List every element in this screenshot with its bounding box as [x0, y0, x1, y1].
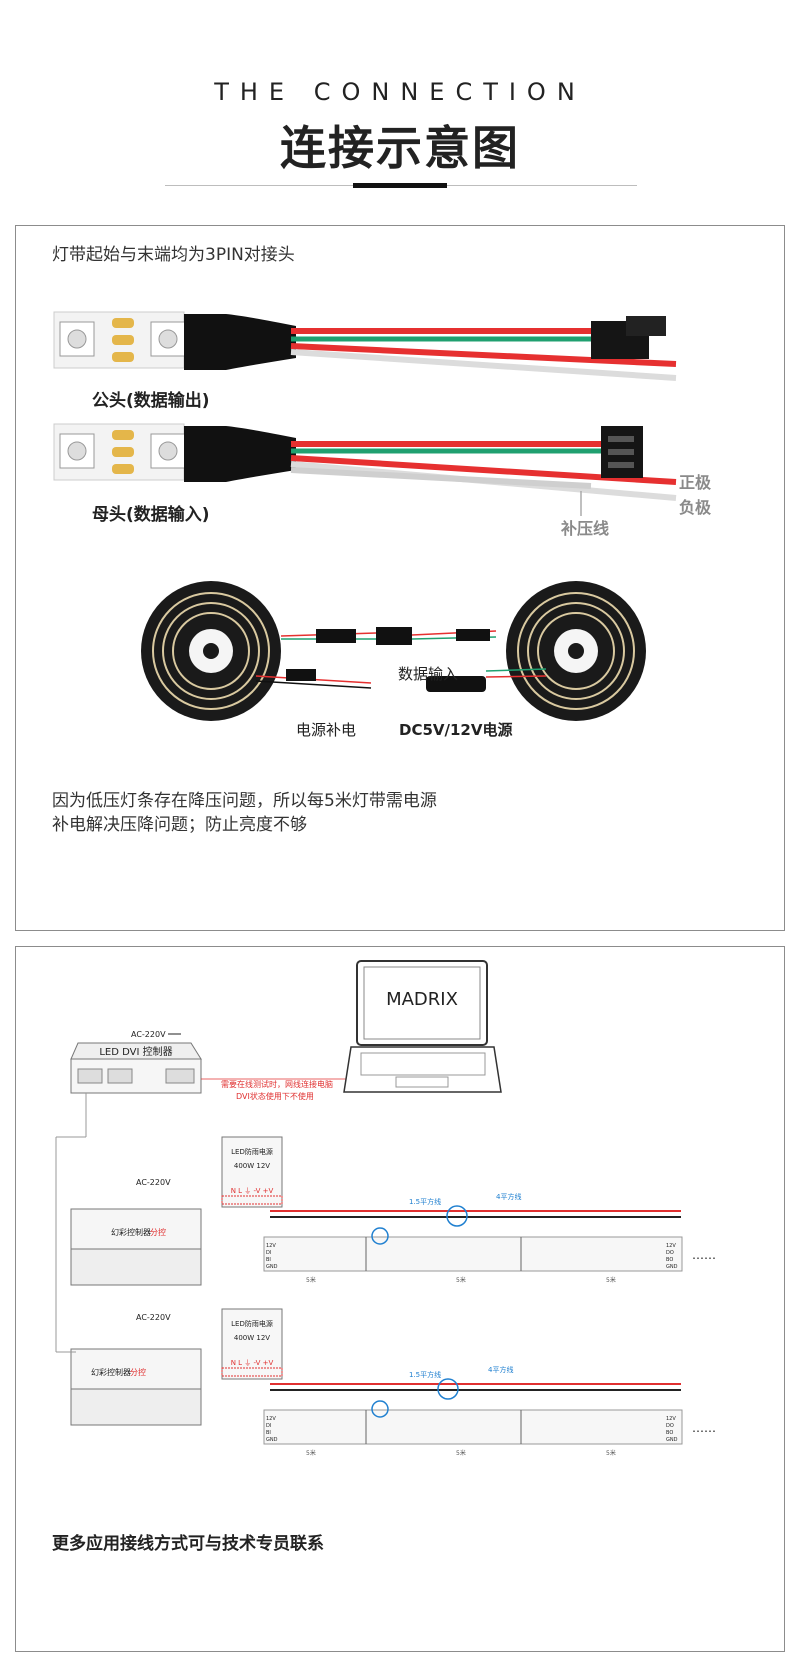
strip2-pin-out-do: DO	[666, 1423, 674, 1429]
svg-text:……: ……	[692, 1421, 716, 1435]
strip1-pin-out-gnd: GND	[666, 1264, 678, 1270]
female-strip-segment	[53, 423, 186, 481]
strip1-pin-12v: 12V	[266, 1243, 276, 1249]
strip1-seg2-length: 5米	[456, 1276, 466, 1284]
strip1-seg3-length: 5米	[606, 1276, 616, 1284]
psu-1: LED防雨电源 400W 12V N L ⏚ -V +V	[221, 1136, 283, 1208]
sub-controller-1-prefix: 幻彩控制器	[111, 1227, 151, 1237]
wiring-panel: LED DVI 控制器 AC-220V 需要在线测试时，网线连接电脑 DVI状态…	[15, 946, 785, 1652]
negative-label: 负极	[679, 498, 712, 517]
strip2-pin-12v: 12V	[266, 1416, 276, 1422]
connector-illustration	[53, 311, 677, 516]
reel-illustration	[141, 581, 646, 721]
sub-controller-1: 幻彩控制器 分控	[70, 1208, 202, 1286]
strip1-pin-out-do: DO	[666, 1250, 674, 1256]
male-connector-label: 公头(数据输出)	[92, 391, 210, 411]
strip1-wire-15: 1.5平方线	[409, 1197, 441, 1206]
female-connector-label: 母头(数据输入)	[92, 505, 210, 525]
sub-controller-2-suffix: 分控	[130, 1367, 146, 1377]
psu-2-spec: 400W 12V	[234, 1334, 270, 1342]
strip2-wire-15: 1.5平方线	[409, 1370, 441, 1379]
strip1-pin-out-bo: BO	[666, 1257, 673, 1263]
strip2-pin-out-gnd: GND	[666, 1437, 678, 1443]
psu-2: LED防雨电源 400W 12V N L ⏚ -V +V	[221, 1308, 283, 1380]
online-note-1: 需要在线测试时，网线连接电脑	[221, 1079, 333, 1089]
reel-left	[141, 581, 281, 721]
reel-data-label: 数据输入	[398, 665, 459, 683]
ac-label-2: AC-220V	[136, 1178, 171, 1187]
online-note-2: DVI状态使用下不使用	[236, 1091, 314, 1101]
sub-controller-2-prefix: 幻彩控制器	[91, 1367, 131, 1377]
footer-note: 更多应用接线方式可与技术专员联系	[52, 1534, 324, 1554]
reel-right	[506, 581, 646, 721]
eyebrow-title: THE CONNECTION	[214, 78, 586, 106]
wiring-diagram: LED DVI 控制器 AC-220V 需要在线测试时，网线连接电脑 DVI状态…	[55, 960, 716, 1457]
strip2-pin-out-12v: 12V	[666, 1416, 676, 1422]
psu-1-title: LED防雨电源	[231, 1147, 273, 1156]
note-line-1: 因为低压灯条存在降压问题，所以每5米灯带需电源	[52, 791, 437, 811]
positive-label: 正极	[679, 473, 712, 492]
ac-label-1: AC-220V	[131, 1030, 166, 1039]
svg-text:……: ……	[692, 1248, 716, 1262]
ac-label-3: AC-220V	[136, 1313, 171, 1322]
psu-1-terminals: N L ⏚ -V +V	[231, 1187, 274, 1195]
strip1-pin-gnd: GND	[266, 1264, 278, 1270]
dvi-controller: LED DVI 控制器	[70, 1042, 202, 1094]
connector-intro: 灯带起始与末端均为3PIN对接头	[52, 245, 295, 265]
dvi-controller-label: LED DVI 控制器	[99, 1045, 172, 1058]
note-line-2: 补电解决压降问题；防止亮度不够	[52, 815, 307, 835]
reel-power-label: 电源补电	[296, 721, 357, 739]
reel-psu-label: DC5V/12V电源	[399, 721, 513, 739]
strip1-pin-out-12v: 12V	[666, 1243, 676, 1249]
strip2-pin-gnd: GND	[266, 1437, 278, 1443]
page-title: 连接示意图	[280, 121, 520, 175]
strip2-seg1-length: 5米	[306, 1449, 316, 1457]
strip2-pin-bi: BI	[266, 1430, 271, 1436]
strip2-wire-4: 4平方线	[488, 1365, 513, 1374]
header-accent-bar	[353, 183, 447, 188]
laptop-label: MADRIX	[386, 989, 458, 1010]
psu-2-terminals: N L ⏚ -V +V	[231, 1359, 274, 1367]
strip2-seg3-length: 5米	[606, 1449, 616, 1457]
strip1-pin-di: DI	[266, 1250, 271, 1256]
strip1-seg1-length: 5米	[306, 1276, 316, 1284]
strip2-pin-out-bo: BO	[666, 1430, 673, 1436]
psu-1-spec: 400W 12V	[234, 1162, 270, 1170]
strip1-wire-4: 4平方线	[496, 1192, 521, 1201]
strip1-pin-bi: BI	[266, 1257, 271, 1263]
laptop: MADRIX	[343, 960, 502, 1093]
sub-controller-1-suffix: 分控	[150, 1227, 166, 1237]
connector-panel: 灯带起始与末端均为3PIN对接头	[15, 225, 785, 931]
strip2-seg2-length: 5米	[456, 1449, 466, 1457]
extra-wire-label: 补压线	[561, 519, 610, 538]
psu-2-title: LED防雨电源	[231, 1319, 273, 1328]
sub-controller-2: 幻彩控制器 分控	[70, 1348, 202, 1426]
section-header: THE CONNECTION 连接示意图	[0, 0, 800, 210]
strip2-pin-di: DI	[266, 1423, 271, 1429]
male-strip-segment	[53, 311, 186, 369]
